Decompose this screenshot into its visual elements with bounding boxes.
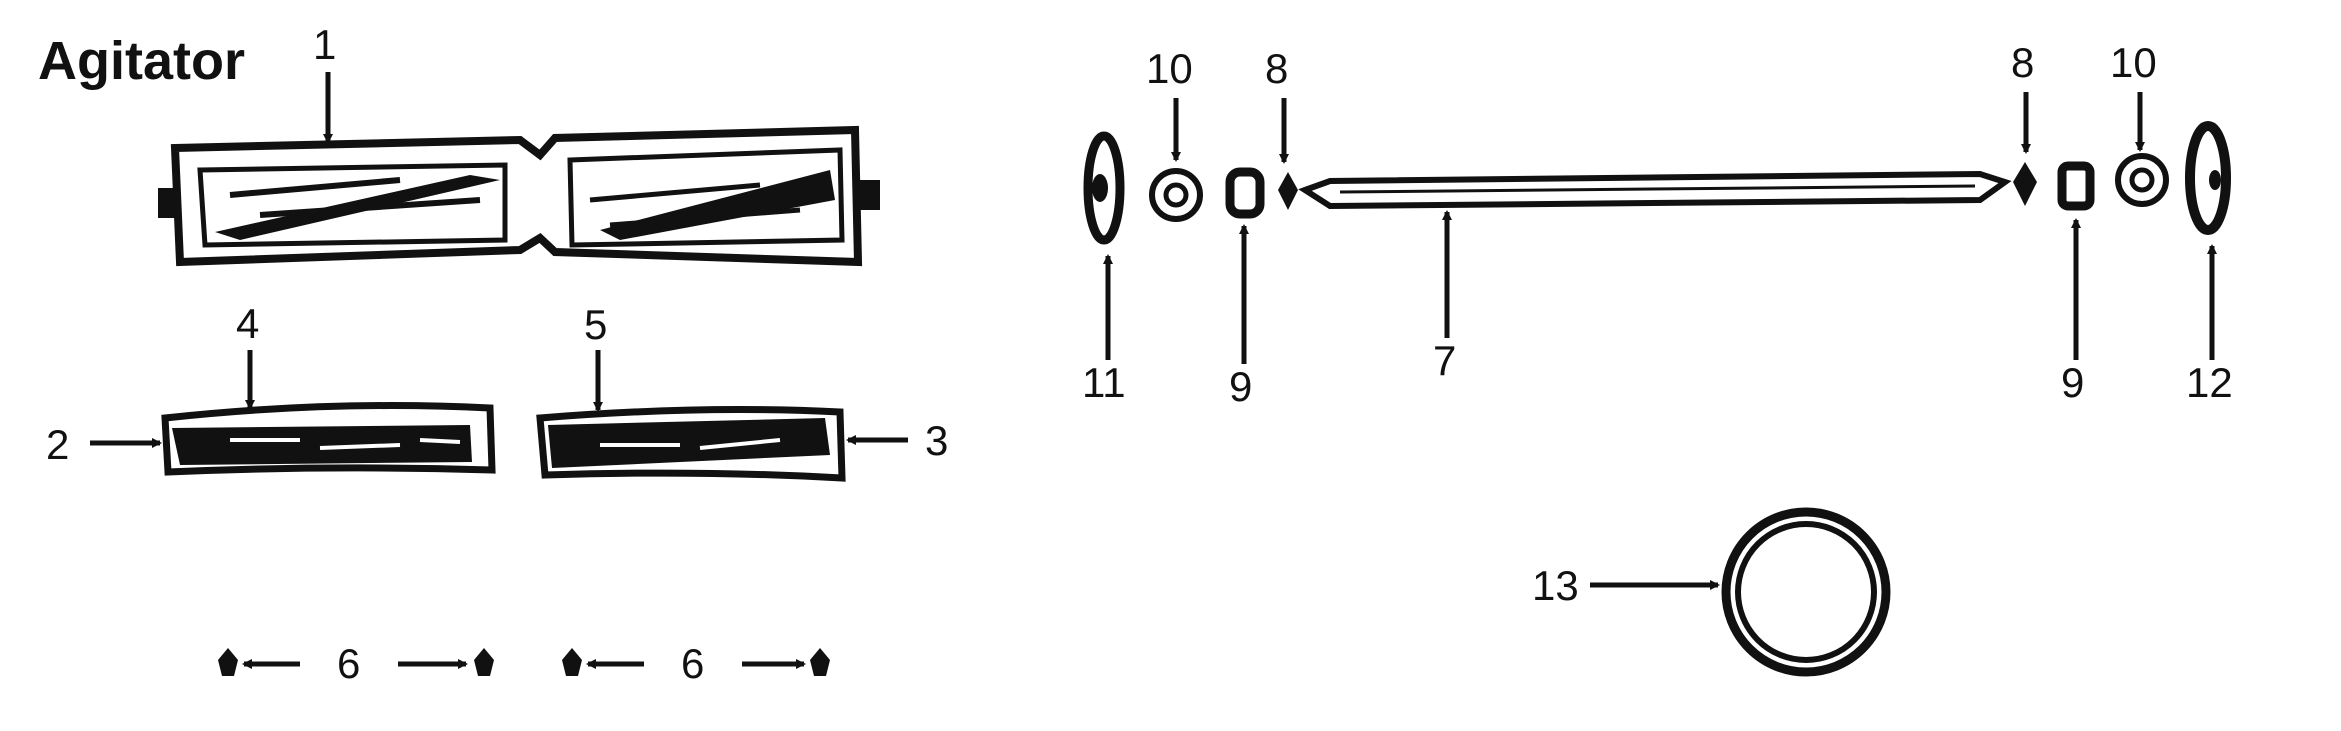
agitator-body — [158, 125, 880, 267]
shaft — [1298, 170, 2012, 210]
screw-icon-3 — [562, 648, 582, 676]
callout-4: 4 — [236, 300, 260, 347]
diagram-title: Agitator — [38, 31, 245, 91]
bristle-strip-right — [536, 406, 846, 482]
callout-10-right: 10 — [2110, 39, 2157, 86]
bearing-cap-left — [1149, 168, 1203, 222]
callout-6-right: 6 — [681, 640, 705, 687]
washer-left — [1278, 172, 1298, 210]
screw-icon-2 — [474, 648, 494, 676]
callout-12: 12 — [2186, 359, 2233, 406]
bearing-left — [1225, 167, 1265, 219]
callout-13: 13 — [1532, 562, 1579, 609]
callout-10-left: 10 — [1146, 45, 1193, 92]
callout-1: 1 — [313, 21, 337, 68]
washer-right — [2013, 162, 2037, 206]
callout-5: 5 — [584, 301, 608, 348]
callout-11: 11 — [1082, 359, 1126, 406]
end-cap-right — [2185, 121, 2231, 235]
screw-icon-4 — [810, 648, 830, 676]
callout-7: 7 — [1433, 337, 1457, 384]
callout-9-left: 9 — [1229, 363, 1253, 410]
callout-3: 3 — [925, 417, 949, 464]
bristle-strip-left — [161, 402, 496, 476]
callout-8-right: 8 — [2011, 39, 2035, 86]
bearing-cap-right — [2115, 153, 2169, 207]
callout-8-left: 8 — [1265, 45, 1289, 92]
leader-arrows — [90, 72, 2217, 669]
belt — [1721, 507, 1891, 677]
callout-6-left: 6 — [337, 640, 361, 687]
callout-9-right: 9 — [2061, 359, 2085, 406]
end-cap-left — [1083, 131, 1125, 245]
bearing-right — [2057, 161, 2095, 211]
callout-2: 2 — [46, 421, 70, 468]
screw-icon-1 — [218, 648, 238, 676]
